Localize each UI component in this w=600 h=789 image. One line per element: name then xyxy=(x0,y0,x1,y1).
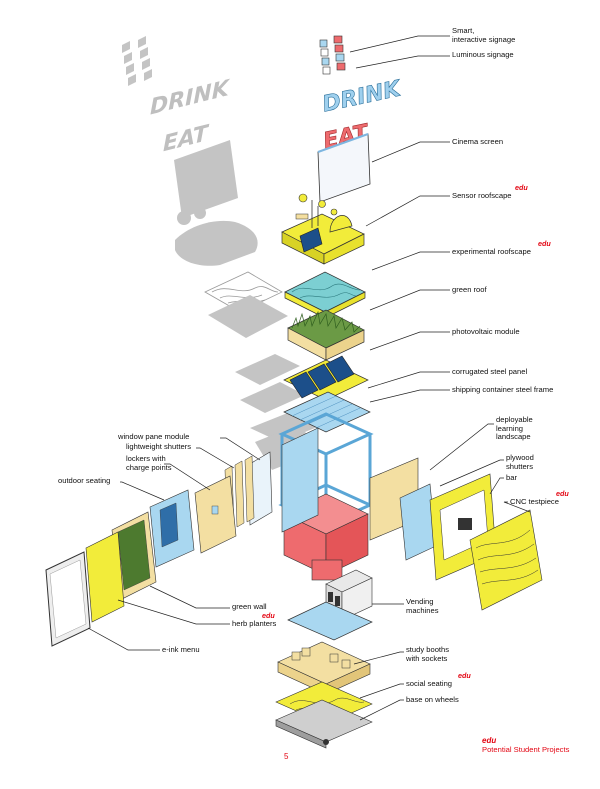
vending-machines xyxy=(287,569,373,641)
shadow-panel xyxy=(240,382,305,413)
herb-planters xyxy=(85,531,125,623)
lockers xyxy=(194,475,237,554)
edu-tag-cnc-testpiece: edu xyxy=(556,489,569,498)
label-base-on-wheels: base on wheels xyxy=(406,695,459,704)
label-smart-signage-line2: interactive signage xyxy=(452,34,516,44)
label-sensor-roofscape: Sensor roofscape xyxy=(452,191,512,200)
footer-edu-tag: edu xyxy=(482,736,497,745)
label-deployable-line1: deployable xyxy=(496,415,533,424)
page-number: 5 xyxy=(284,752,289,761)
edu-tag-experimental-roofscape: edu xyxy=(538,239,551,248)
base-on-wheels xyxy=(275,699,373,749)
shadow-pv xyxy=(235,354,300,385)
leader-lines xyxy=(87,35,531,721)
label-social-seating: social seating xyxy=(406,679,453,688)
smart-signage xyxy=(319,35,346,75)
drink-sign: DRINK xyxy=(320,76,404,117)
label-cinema-screen: Cinema screen xyxy=(452,137,504,146)
shadow-drink-text: DRINK xyxy=(150,75,230,121)
label-lightweight-shutters: lightweight shutters xyxy=(126,442,192,451)
label-deployable-landscape: deployable learning landscape xyxy=(496,415,533,442)
label-vending-machines: Vending machines xyxy=(406,597,439,615)
sensor-roofscape xyxy=(281,193,365,265)
edu-tag-social-seating: edu xyxy=(458,671,471,680)
label-cnc-testpiece: CNC testpiece xyxy=(510,497,559,506)
photovoltaic-module xyxy=(283,355,369,401)
edu-tag-herb-planters: edu xyxy=(262,611,275,620)
shadow-grass xyxy=(208,295,288,338)
label-green-wall: green wall xyxy=(232,602,267,611)
label-vending-line2: machines xyxy=(406,605,439,615)
plywood-shutters xyxy=(399,483,437,561)
cnc-testpiece xyxy=(469,509,543,611)
label-lockers-line1: lockers with xyxy=(126,454,166,463)
edu-tag-sensor-roofscape: edu xyxy=(515,183,528,192)
label-vending-line1: Vending xyxy=(406,597,434,606)
label-smart-signage: Smart, interactive signage xyxy=(452,26,516,44)
shadow-screen xyxy=(174,140,238,218)
label-corrugated-steel-panel: corrugated steel panel xyxy=(452,367,528,376)
label-bar: bar xyxy=(506,473,517,482)
label-eink-menu: e-ink menu xyxy=(162,645,200,654)
label-plywood-shutters: plywood shutters xyxy=(506,453,534,471)
footer-legend-text: Potential Student Projects xyxy=(482,745,570,754)
label-herb-planters: herb planters xyxy=(232,619,277,628)
experimental-roofscape xyxy=(284,271,366,319)
label-green-roof: green roof xyxy=(452,285,487,294)
label-window-pane-module: window pane module xyxy=(118,432,190,441)
label-plywood-line1: plywood xyxy=(506,453,534,462)
green-roof xyxy=(287,309,365,361)
shadow-sensor xyxy=(175,199,258,266)
label-deployable-line3: landscape xyxy=(496,432,531,442)
label-lockers-line2: charge points xyxy=(126,462,172,472)
shadow-signage-bars xyxy=(122,36,152,86)
label-study-line1: study booths xyxy=(406,645,450,654)
label-lockers: lockers with charge points xyxy=(126,454,172,472)
label-outdoor-seating: outdoor seating xyxy=(58,476,111,485)
outdoor-seating xyxy=(149,489,195,568)
label-experimental-roofscape: experimental roofscape xyxy=(452,247,531,256)
green-wall xyxy=(111,511,157,601)
label-photovoltaic-module: photovoltaic module xyxy=(452,327,520,336)
label-deployable-line2: learning xyxy=(496,423,524,433)
eink-menu xyxy=(45,551,91,647)
kitchen-core xyxy=(283,493,369,581)
corrugated-side-wall xyxy=(281,427,319,533)
label-luminous-signage: Luminous signage xyxy=(452,50,514,59)
label-smart-signage-line1: Smart, xyxy=(452,26,475,35)
label-plywood-line2: shutters xyxy=(506,461,534,471)
label-container-frame: shipping container steel frame xyxy=(452,385,554,394)
label-study-line2: with sockets xyxy=(406,653,448,663)
label-study-booths: study booths with sockets xyxy=(406,645,450,663)
